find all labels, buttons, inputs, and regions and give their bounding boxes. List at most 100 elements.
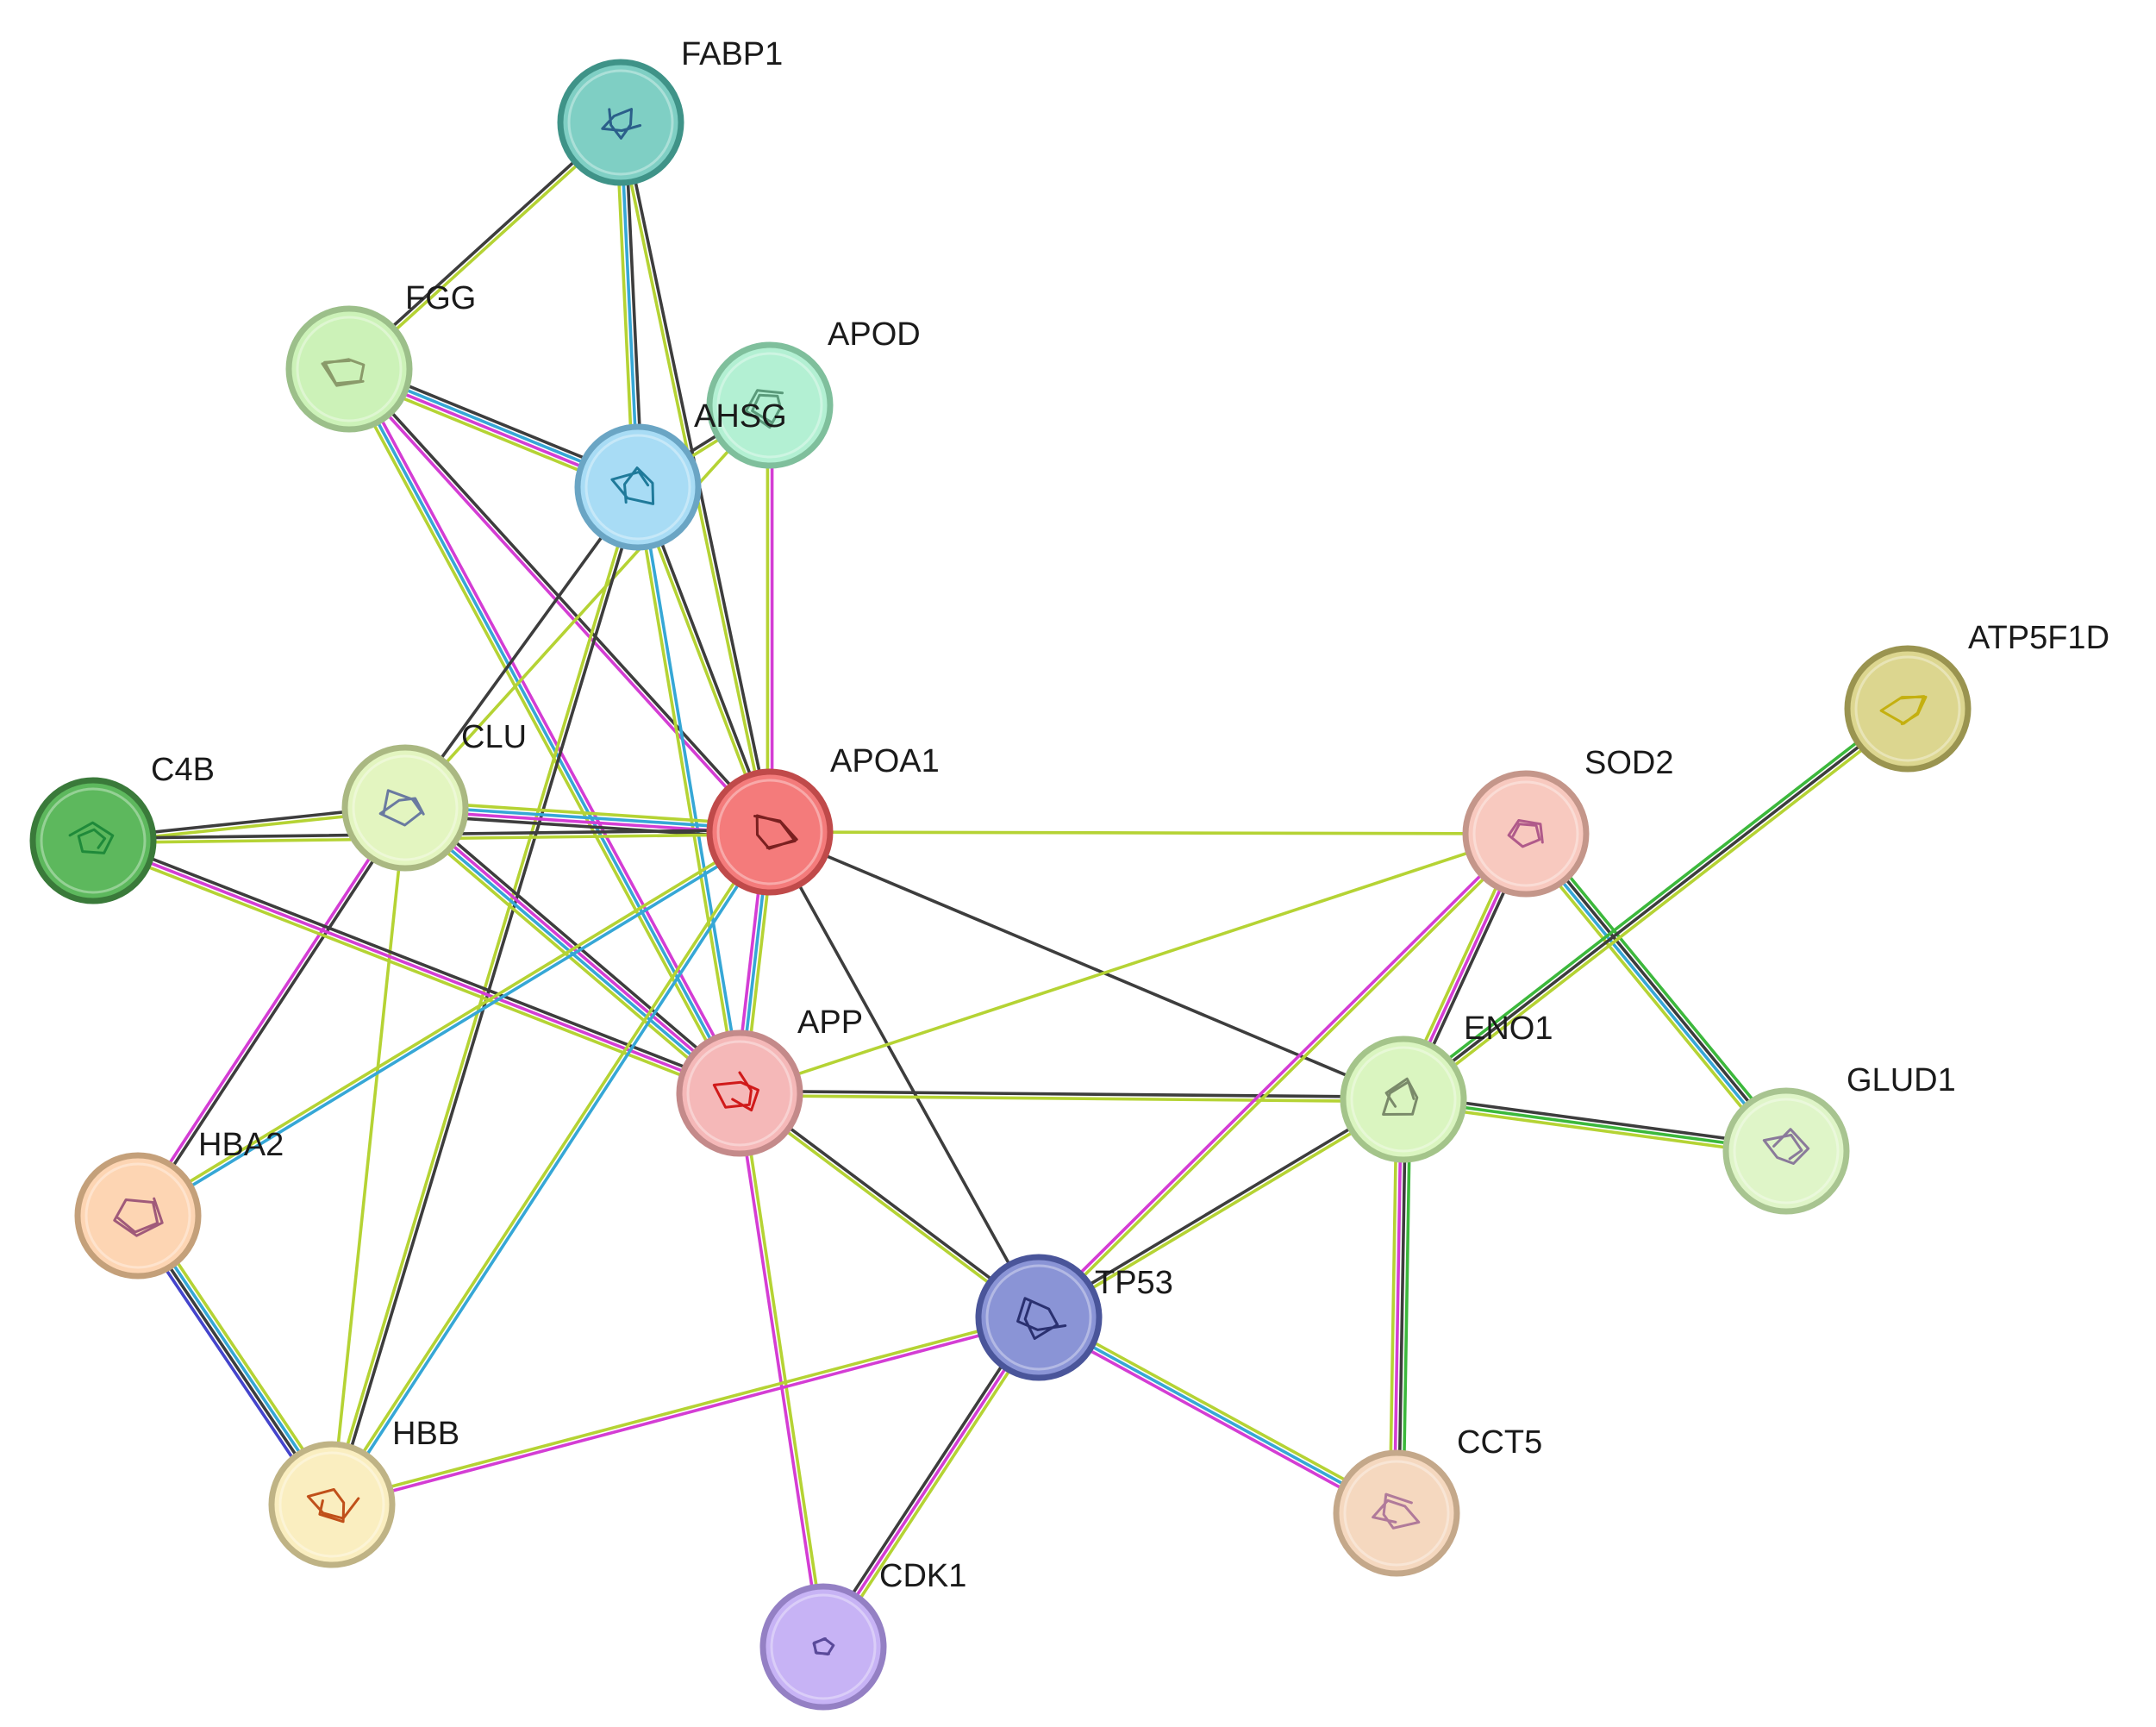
edge-line-black [332,485,642,1507]
edge-line-magenta [1035,830,1526,1317]
edge-line-magenta [1034,1319,1397,1519]
protein-structure-icon [1016,1297,1067,1340]
protein-structure-icon [753,814,798,850]
node-glud1[interactable]: GLUD1 [1722,1062,1956,1215]
node-cdk1[interactable]: CDK1 [759,1558,966,1711]
node-highlight-cdk1 [770,1593,877,1700]
node-eno1[interactable]: ENO1 [1340,1011,1553,1163]
node-circle-clu[interactable] [341,744,469,872]
edge-line-yellowgreen [825,1318,1045,1651]
node-fgg[interactable]: FGG [285,280,476,433]
edge-line-yellowgreen [740,1091,828,1649]
edge-line-magenta [134,804,405,1217]
node-label-apod: APOD [828,316,921,353]
edge-line-black [1402,707,1909,1101]
protein-structure-icon [1382,1077,1419,1116]
edge-line-magenta [91,839,741,1095]
node-circle-fgg[interactable] [285,305,413,433]
node-hbb[interactable]: HBB [268,1416,459,1568]
protein-structure-icon [378,789,425,827]
edge-line-yellowgreen [403,404,772,810]
edge-line-yellowgreen [328,485,638,1506]
edge-line-yellowgreen [1038,1099,1407,1322]
node-atp5f1d[interactable]: ATP5F1D [1844,620,2109,773]
edge-line-black [738,1089,1405,1099]
node-circle-atp5f1d[interactable] [1844,645,1972,773]
node-label-atp5f1d: ATP5F1D [1968,620,2109,656]
edge-app-eno1 [738,1089,1405,1104]
edge-sod2-glud1 [1519,828,1793,1157]
edge-eno1-cct5 [1388,1098,1412,1515]
protein-structure-icon [712,1071,759,1112]
edge-line-cyan [332,831,773,1508]
node-cct5[interactable]: CCT5 [1333,1424,1542,1577]
node-label-glud1: GLUD1 [1847,1062,1956,1098]
edge-clu-hba2 [134,804,409,1219]
node-highlight-fgg [296,316,403,422]
protein-structure-icon [1879,695,1928,726]
protein-structure-icon [1372,1492,1421,1530]
edge-line-yellowgreen [90,843,740,1099]
node-fabp1[interactable]: FABP1 [557,36,783,186]
node-circle-apod[interactable] [706,341,834,469]
edge-eno1-atp5f1d [1399,704,1912,1104]
node-label-fabp1: FABP1 [681,36,783,72]
edge-line-black [1526,830,1790,1152]
node-highlight-c4b [40,787,147,894]
node-app[interactable]: APP [676,1004,863,1157]
edge-line-green [1401,1098,1412,1515]
node-tp53[interactable]: TP53 [975,1254,1173,1381]
edge-line-magenta [346,368,770,835]
node-circle-hba2[interactable] [74,1152,202,1280]
edge-clu-hbb [330,806,407,1506]
protein-structure-icon [113,1197,164,1237]
node-apoa1[interactable]: APOA1 [706,743,940,896]
node-circle-fabp1[interactable] [557,59,684,186]
edge-apoa1-tp53 [768,830,1041,1319]
protein-structure-icon [306,1488,360,1524]
edge-line-yellowgreen [768,830,1528,835]
edge-line-cyan [1522,833,1786,1154]
edge-app-sod2 [738,832,1528,1095]
edge-line-cyan [137,832,773,1220]
node-label-c4b: C4B [151,752,215,788]
edge-line-cyan [638,485,744,1095]
node-circle-glud1[interactable] [1722,1087,1850,1215]
edge-line-black [768,830,1041,1319]
node-circle-eno1[interactable] [1340,1036,1467,1163]
edge-line-green [1402,1098,1788,1153]
node-highlight-sod2 [1472,780,1579,887]
edge-ahsg-hbb [328,485,642,1507]
edge-line-black [768,830,1405,1101]
edge-line-green [1399,704,1907,1098]
node-circle-c4b[interactable] [29,777,157,904]
node-highlight-app [686,1040,793,1147]
edge-line-magenta [330,1317,1041,1509]
node-circle-app[interactable] [676,1029,803,1157]
node-highlight-tp53 [985,1264,1092,1371]
node-c4b[interactable]: C4B [29,752,215,904]
edge-line-black [1402,1093,1789,1148]
edge-line-black [1397,1098,1408,1515]
node-circle-cdk1[interactable] [759,1583,887,1711]
edge-hbb-tp53 [329,1313,1041,1509]
edge-line-yellowgreen [1388,1098,1399,1515]
node-apod[interactable]: APOD [706,316,921,469]
edge-line-yellowgreen [634,485,740,1096]
node-clu[interactable]: CLU [341,719,527,872]
edge-line-black [349,366,773,833]
node-ahsg[interactable]: AHSG [574,398,787,551]
node-circle-apoa1[interactable] [706,768,834,896]
node-label-cdk1: CDK1 [879,1558,966,1594]
node-circle-tp53[interactable] [975,1254,1103,1381]
edge-line-black [1035,1095,1404,1317]
edge-apoa1-hba2 [134,828,773,1220]
edge-eno1-glud1 [1401,1093,1789,1157]
node-hba2[interactable]: HBA2 [74,1127,284,1280]
node-highlight-eno1 [1350,1046,1457,1153]
node-circle-ahsg[interactable] [574,423,702,551]
node-sod2[interactable]: SOD2 [1462,745,1673,898]
node-circle-sod2[interactable] [1462,770,1590,898]
node-circle-cct5[interactable] [1333,1449,1460,1577]
node-circle-hbb[interactable] [268,1441,396,1568]
